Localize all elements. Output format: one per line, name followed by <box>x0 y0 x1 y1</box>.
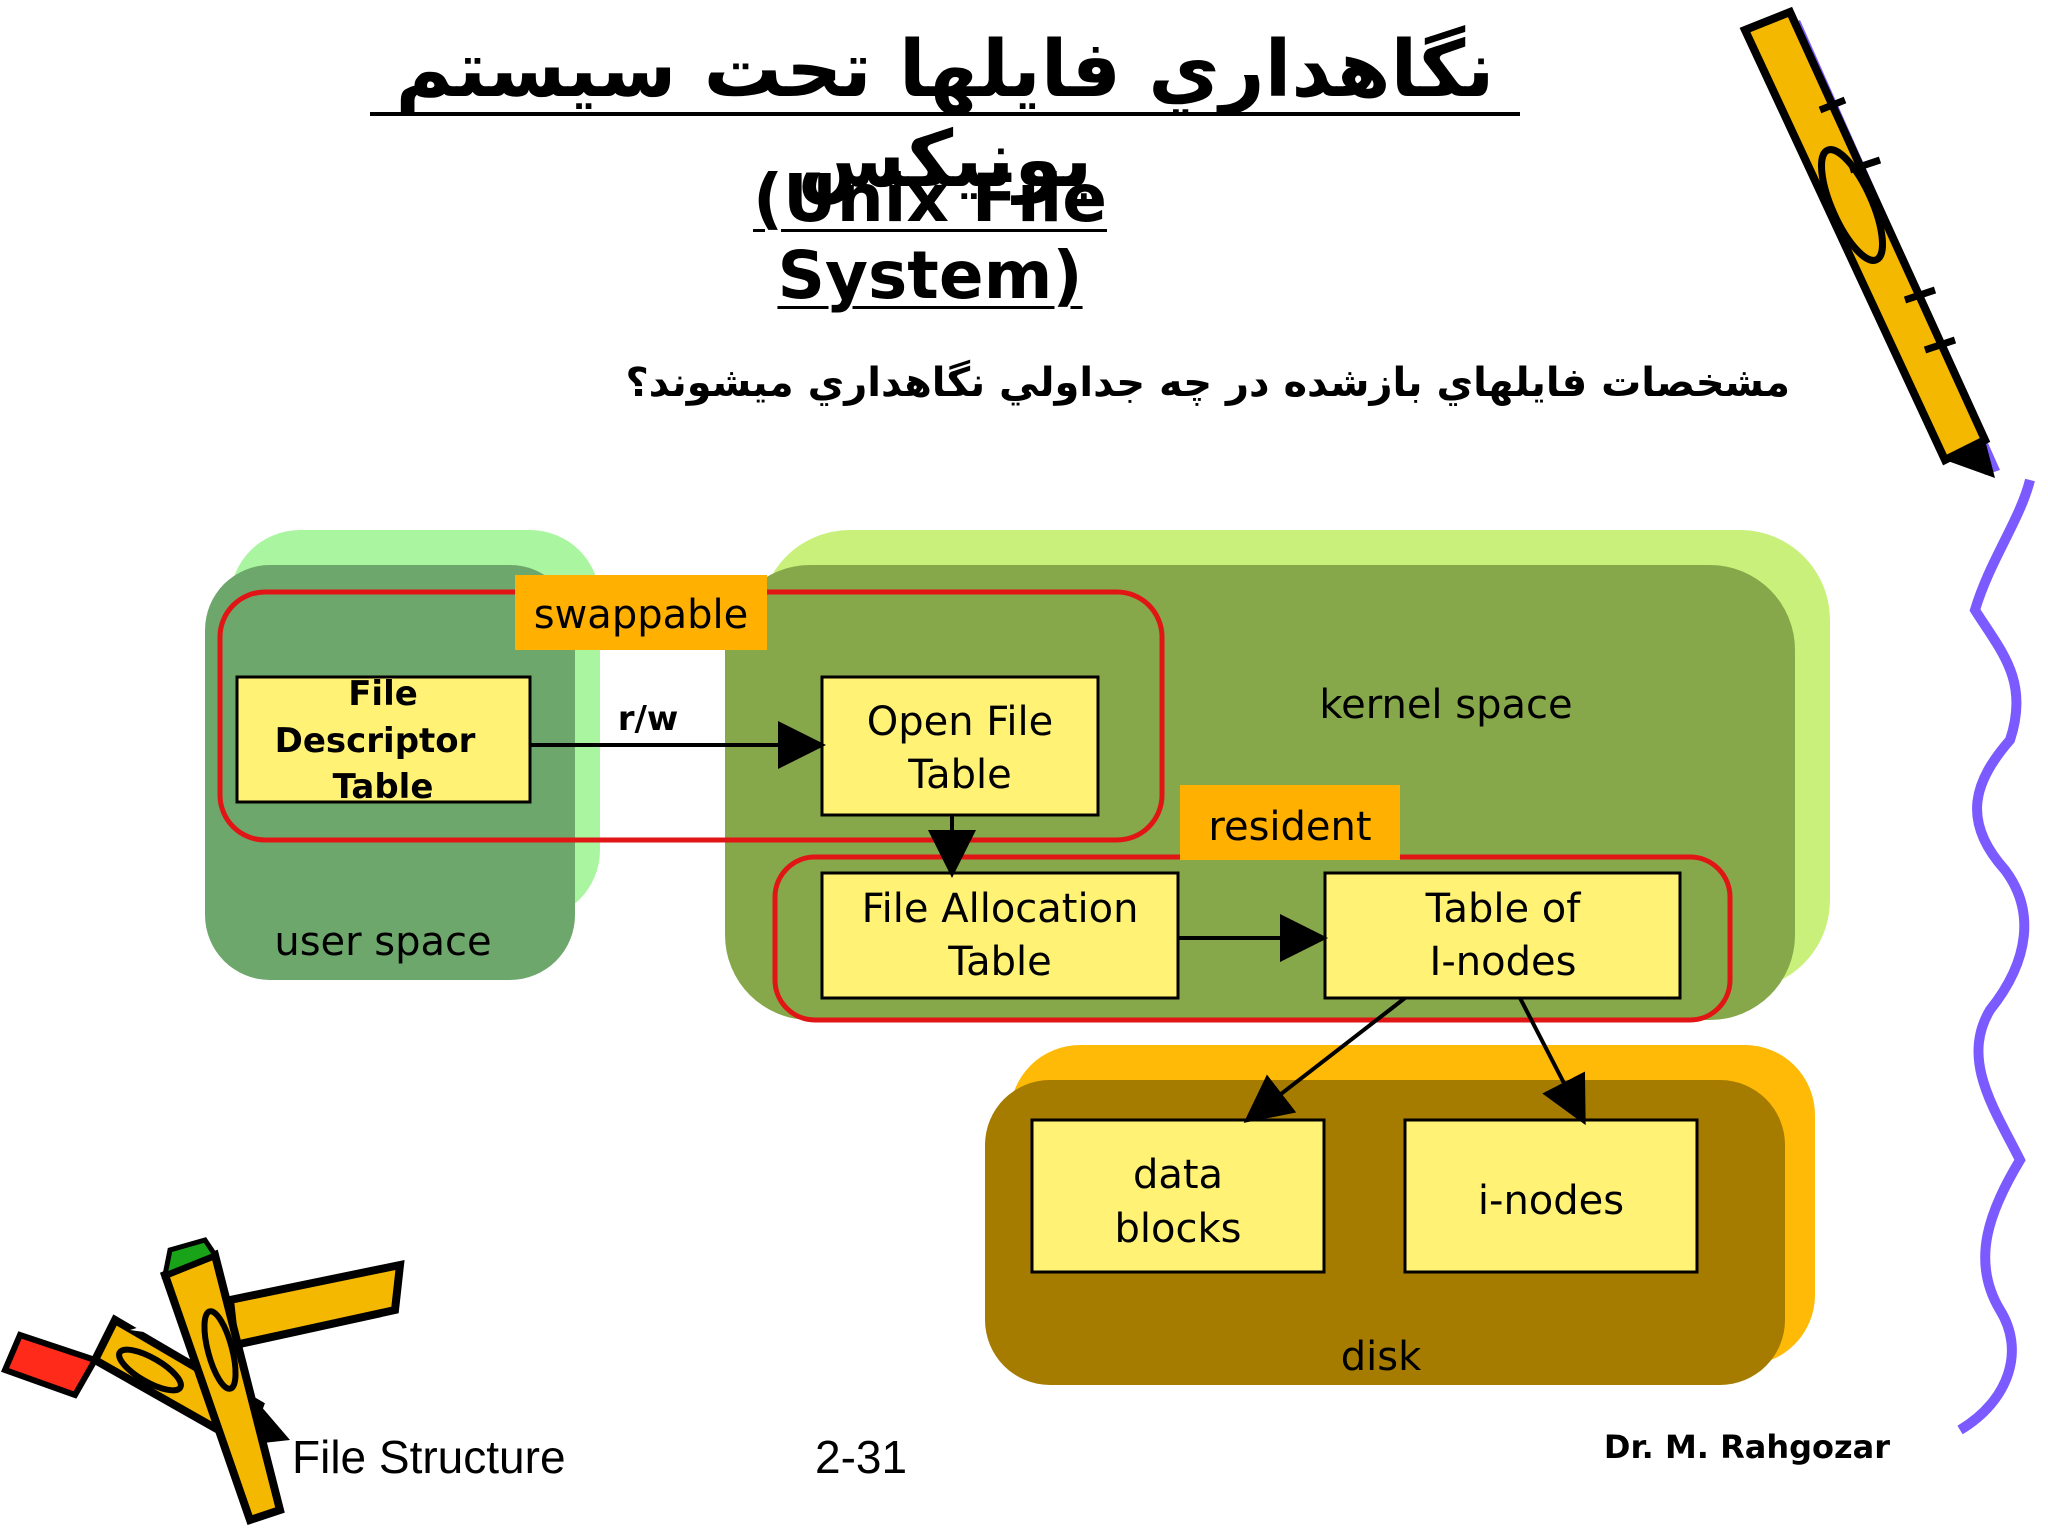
disk-label: disk <box>1341 1334 1422 1380</box>
resident-tag-label: resident <box>1208 804 1371 850</box>
footer-author: Dr. M. Rahgozar <box>1603 1428 1890 1466</box>
slide-title-english: (Unix File System) <box>752 160 1107 314</box>
open-file-table-box: Open File Table <box>820 675 1100 817</box>
inodes-line-1: i-nodes <box>1478 1178 1624 1224</box>
wavy-line-decoration <box>1957 478 2035 1435</box>
swappable-tag <box>515 575 767 650</box>
inodes-box: i-nodes <box>1403 1118 1699 1274</box>
open-file-table-line-2: Table <box>907 752 1011 798</box>
kernel-space-label: kernel space <box>1319 682 1572 728</box>
file-descriptor-table-box: File Descriptor Table <box>235 674 532 807</box>
pencils-icon-bottom-left <box>0 1237 405 1526</box>
swappable-tag-label: swappable <box>534 592 748 638</box>
file-allocation-table-box: File Allocation Table <box>820 871 1180 1000</box>
arrow-inode-table-to-inodes <box>1518 997 1586 1126</box>
data-blocks-line-1: data <box>1133 1152 1223 1198</box>
slide-question: مشخصات فايلهاي بازشده در چه جداولي نگاهد… <box>625 360 1790 406</box>
open-file-table-line-1: Open File <box>867 699 1053 745</box>
slide-title-persian: نگاهداري فايلها تحت سيستم يونيكس <box>395 25 1495 205</box>
footer-page-number: 2-31 <box>815 1431 908 1483</box>
inode-table-box: Table of I-nodes <box>1323 871 1682 1000</box>
arrow-label-rw: r/w <box>618 699 679 739</box>
footer-course: File Structure <box>292 1431 566 1483</box>
fd-table-line-3: Table <box>333 767 434 807</box>
inode-table-line-1: Table of <box>1425 886 1582 932</box>
fat-line-2: Table <box>947 939 1051 985</box>
data-blocks-line-2: blocks <box>1115 1206 1242 1252</box>
arrow-inode-table-to-data-blocks <box>1243 996 1407 1123</box>
fd-table-line-2: Descriptor <box>275 721 476 761</box>
fat-line-1: File Allocation <box>862 886 1139 932</box>
user-space-label: user space <box>274 919 491 965</box>
title-underline <box>370 112 1520 116</box>
data-blocks-box: data blocks <box>1030 1118 1326 1274</box>
fd-table-line-1: File <box>348 674 418 714</box>
resident-tag <box>1180 785 1400 860</box>
inode-table-line-2: I-nodes <box>1430 939 1577 985</box>
pencil-icon-top-right <box>1739 6 2000 478</box>
